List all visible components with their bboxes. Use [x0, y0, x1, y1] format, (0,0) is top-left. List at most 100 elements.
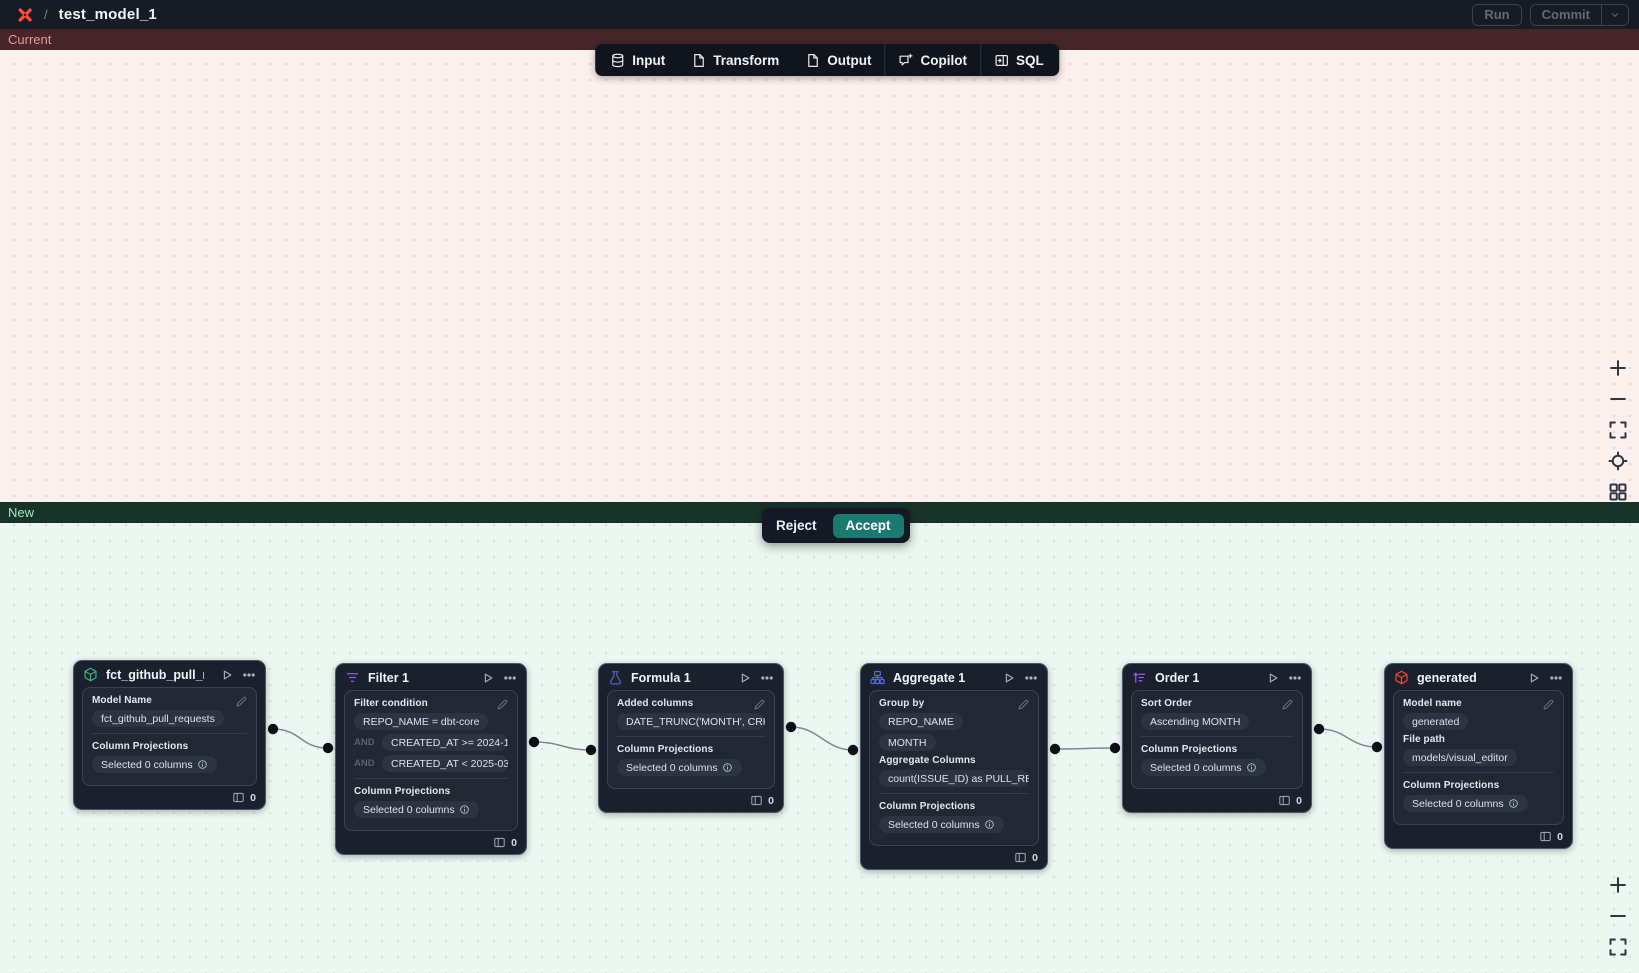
node-run-button[interactable] [1527, 671, 1541, 685]
pill-row: Selected 0 columns [354, 801, 508, 818]
node-Filter 1[interactable]: Filter 1 Filter conditionREPO_NAME = dbt… [335, 663, 527, 855]
dbt-logo-icon[interactable] [16, 6, 34, 24]
columns-icon [1278, 794, 1291, 807]
column-projections-pill[interactable]: Selected 0 columns [1403, 795, 1528, 812]
node-Formula 1[interactable]: Formula 1 Added columnsDATE_TRUNC('MONTH… [598, 663, 784, 813]
value-pill[interactable]: REPO_NAME = dbt-core [354, 713, 489, 730]
value-pill[interactable]: REPO_NAME [879, 713, 963, 730]
column-projections-pill[interactable]: Selected 0 columns [354, 801, 479, 818]
commit-button[interactable]: Commit [1531, 5, 1601, 25]
edit-icon[interactable] [753, 698, 766, 714]
edit-icon[interactable] [1281, 698, 1294, 714]
column-projections-pill[interactable]: Selected 0 columns [617, 759, 742, 776]
value-pill[interactable]: count(ISSUE_ID) as PULL_REQUEST_… [879, 770, 1029, 787]
node-header: Aggregate 1 [861, 664, 1047, 690]
reject-button[interactable]: Reject [764, 514, 829, 538]
ellipsis-icon [503, 671, 517, 685]
expand-button[interactable] [1608, 937, 1628, 957]
edge-source-handle[interactable] [267, 723, 279, 735]
node-menu-button[interactable] [242, 668, 256, 682]
commit-dropdown-button[interactable] [1601, 4, 1628, 25]
edge-source-handle[interactable] [528, 736, 540, 748]
node-menu-button[interactable] [503, 671, 517, 685]
node-fct_github_pull_requests[interactable]: fct_github_pull_requests Model Namefct_g… [73, 660, 266, 810]
ellipsis-icon [1024, 671, 1038, 685]
value-pill[interactable]: DATE_TRUNC('MONTH', CREATED_AT… [617, 713, 765, 730]
node-footer: 0 [599, 789, 783, 812]
column-projections-pill[interactable]: Selected 0 columns [1141, 759, 1266, 776]
section-divider [879, 793, 1029, 794]
node-menu-button[interactable] [1288, 671, 1302, 685]
grid-button[interactable] [1608, 482, 1628, 502]
value-pill[interactable]: fct_github_pull_requests [92, 710, 224, 727]
plus-button[interactable] [1608, 875, 1628, 895]
node-Order 1[interactable]: Order 1 Sort OrderAscending MONTH Column… [1122, 663, 1312, 813]
review-panel: Reject Accept [762, 508, 910, 543]
node-run-button[interactable] [738, 671, 752, 685]
accept-button[interactable]: Accept [832, 513, 904, 538]
section-label: Column Projections [1141, 744, 1238, 755]
edge-target-handle[interactable] [585, 744, 597, 756]
run-button[interactable]: Run [1472, 3, 1522, 26]
pill-row: Selected 0 columns [1141, 759, 1293, 776]
edge-target-handle[interactable] [322, 742, 334, 754]
node-run-button[interactable] [1002, 671, 1016, 685]
edge-source-handle[interactable] [1313, 723, 1325, 735]
toolbar-item-label: Transform [713, 52, 780, 68]
node-run-button[interactable] [481, 671, 495, 685]
value-pill[interactable]: models/visual_editor [1403, 749, 1517, 766]
minus-button[interactable] [1608, 389, 1628, 409]
node-menu-button[interactable] [1024, 671, 1038, 685]
edit-icon[interactable] [1017, 698, 1030, 714]
new-canvas[interactable] [0, 523, 1639, 973]
edge-source-handle[interactable] [1049, 743, 1061, 755]
section-label: Column Projections [92, 741, 189, 752]
plus-icon [1608, 358, 1628, 378]
pill-row: count(ISSUE_ID) as PULL_REQUEST_… [879, 770, 1029, 787]
node-Aggregate 1[interactable]: Aggregate 1 Group byREPO_NAMEMONTH Aggre… [860, 663, 1048, 870]
minus-button[interactable] [1608, 906, 1628, 926]
edge [1054, 747, 1116, 750]
expand-button[interactable] [1608, 420, 1628, 440]
edge-target-handle[interactable] [847, 744, 859, 756]
node-menu-button[interactable] [1549, 671, 1563, 685]
toolbar-item-input[interactable]: Input [597, 44, 678, 76]
value-pill[interactable]: Ascending MONTH [1141, 713, 1250, 730]
locate-button[interactable] [1608, 451, 1628, 471]
column-projections-pill[interactable]: Selected 0 columns [92, 756, 217, 773]
node-run-button[interactable] [1266, 671, 1280, 685]
current-canvas-controls [1608, 358, 1628, 502]
toolbar-item-sql[interactable]: SQL [981, 44, 1057, 76]
edit-icon[interactable] [496, 698, 509, 714]
toolbar-item-output[interactable]: Output [792, 44, 884, 76]
column-projections-pill[interactable]: Selected 0 columns [879, 816, 1004, 833]
toolbar-item-transform[interactable]: Transform [678, 44, 792, 76]
ellipsis-icon [242, 668, 256, 682]
edit-icon[interactable] [1542, 698, 1555, 714]
plus-icon [1608, 875, 1628, 895]
edge-target-handle[interactable] [1109, 742, 1121, 754]
value-pill[interactable]: CREATED_AT < 2025-03-01 [382, 755, 508, 772]
value-pill[interactable]: CREATED_AT >= 2024-12-01 [382, 734, 508, 751]
section-divider [354, 778, 508, 779]
edge-target-handle[interactable] [1371, 741, 1383, 753]
edit-icon[interactable] [235, 695, 248, 711]
plus-button[interactable] [1608, 358, 1628, 378]
play-icon [738, 671, 752, 685]
minus-icon [1608, 906, 1628, 926]
node-run-button[interactable] [220, 668, 234, 682]
node-menu-button[interactable] [760, 671, 774, 685]
play-icon [220, 668, 234, 682]
value-pill[interactable]: generated [1403, 713, 1469, 730]
edge-source-handle[interactable] [785, 721, 797, 733]
value-pill[interactable]: MONTH [879, 734, 936, 751]
toolbar-item-copilot[interactable]: Copilot [886, 44, 981, 76]
current-canvas[interactable] [0, 50, 1639, 502]
node-header: Formula 1 [599, 664, 783, 690]
